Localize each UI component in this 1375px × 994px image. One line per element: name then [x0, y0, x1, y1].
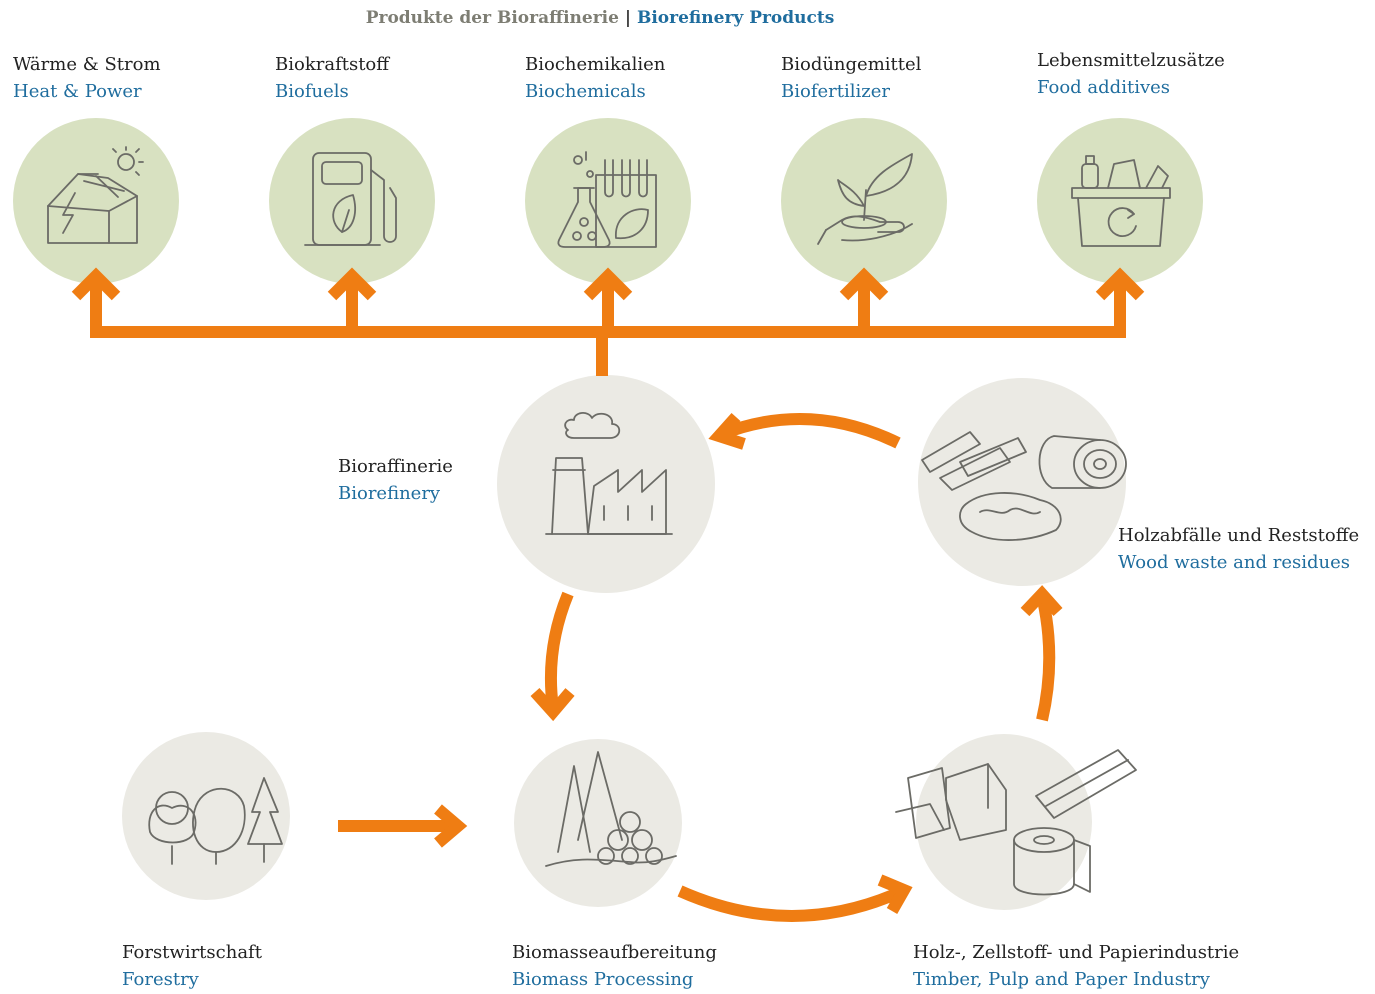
product-circle-food-additives — [1037, 118, 1203, 284]
label-industry: Holz-, Zellstoff- und Papierindustrie Ti… — [913, 939, 1239, 993]
label-wood-waste: Holzabfälle und Reststoffe Wood waste an… — [1118, 522, 1359, 576]
hand-plant-icon — [817, 153, 913, 245]
cycle-arrows — [338, 412, 1063, 922]
circle-biomass — [514, 739, 682, 907]
trees-icon — [148, 777, 283, 865]
circle-biorefinery — [497, 375, 715, 593]
label-de: Holzabfälle und Reststoffe — [1118, 525, 1360, 546]
fuel-pump-icon — [304, 152, 397, 246]
product-label-en: Biofertilizer — [781, 81, 890, 102]
title-separator: | — [624, 8, 632, 28]
title-german: Produkte der Bioraffinerie — [365, 8, 619, 28]
product-circle-biochemicals — [525, 118, 691, 284]
label-biorefinery: Bioraffinerie Biorefinery — [338, 453, 453, 507]
page-title: Produkte der Bioraffinerie | Biorefinery… — [0, 8, 1200, 28]
paper-products-icon — [895, 749, 1137, 896]
label-en: Timber, Pulp and Paper Industry — [913, 969, 1210, 990]
product-label-biofuels: Biokraftstoff Biofuels — [275, 51, 389, 105]
product-label-de: Biokraftstoff — [275, 54, 390, 75]
product-circle-heat-power — [13, 118, 179, 284]
label-en: Biorefinery — [338, 483, 441, 504]
product-label-en: Biofuels — [275, 81, 349, 102]
product-label-food-additives: Lebensmittelzusätze Food additives — [1037, 47, 1225, 101]
wood-pieces-icon — [921, 431, 1127, 541]
product-circle-biofertilizer — [781, 118, 947, 284]
title-english: Biorefinery Products — [636, 8, 835, 28]
label-de: Biomasseaufbereitung — [512, 942, 717, 963]
product-label-biochemicals: Biochemikalien Biochemicals — [525, 51, 665, 105]
circle-industry — [916, 734, 1092, 910]
product-label-de: Lebensmittelzusätze — [1037, 50, 1225, 71]
product-label-biofertilizer: Biodüngemittel Biofertilizer — [781, 51, 921, 105]
factory-icon — [545, 412, 673, 535]
label-de: Bioraffinerie — [338, 456, 453, 477]
product-label-heat-power: Wärme & Strom Heat & Power — [13, 51, 161, 105]
greenhouse-solar-icon — [47, 146, 144, 244]
circle-wood-waste — [918, 378, 1126, 586]
product-label-de: Biodüngemittel — [781, 54, 922, 75]
label-de: Holz-, Zellstoff- und Papierindustrie — [913, 942, 1240, 963]
label-en: Wood waste and residues — [1118, 552, 1351, 573]
label-de: Forstwirtschaft — [122, 942, 262, 963]
product-label-en: Food additives — [1037, 77, 1171, 98]
label-en: Forestry — [122, 969, 199, 990]
label-forestry: Forstwirtschaft Forestry — [122, 939, 262, 993]
distribution-arrows — [71, 267, 1145, 376]
product-circle-biofuels — [269, 118, 435, 284]
recycling-basket-icon — [1071, 155, 1171, 247]
product-label-de: Biochemikalien — [525, 54, 666, 75]
label-biomass: Biomasseaufbereitung Biomass Processing — [512, 939, 717, 993]
product-label-en: Heat & Power — [13, 81, 142, 102]
circle-forestry — [122, 732, 290, 900]
product-label-de: Wärme & Strom — [13, 54, 161, 75]
logs-pile-icon — [545, 751, 677, 867]
product-label-en: Biochemicals — [525, 81, 646, 102]
label-en: Biomass Processing — [512, 969, 694, 990]
lab-flask-icon — [557, 151, 657, 248]
